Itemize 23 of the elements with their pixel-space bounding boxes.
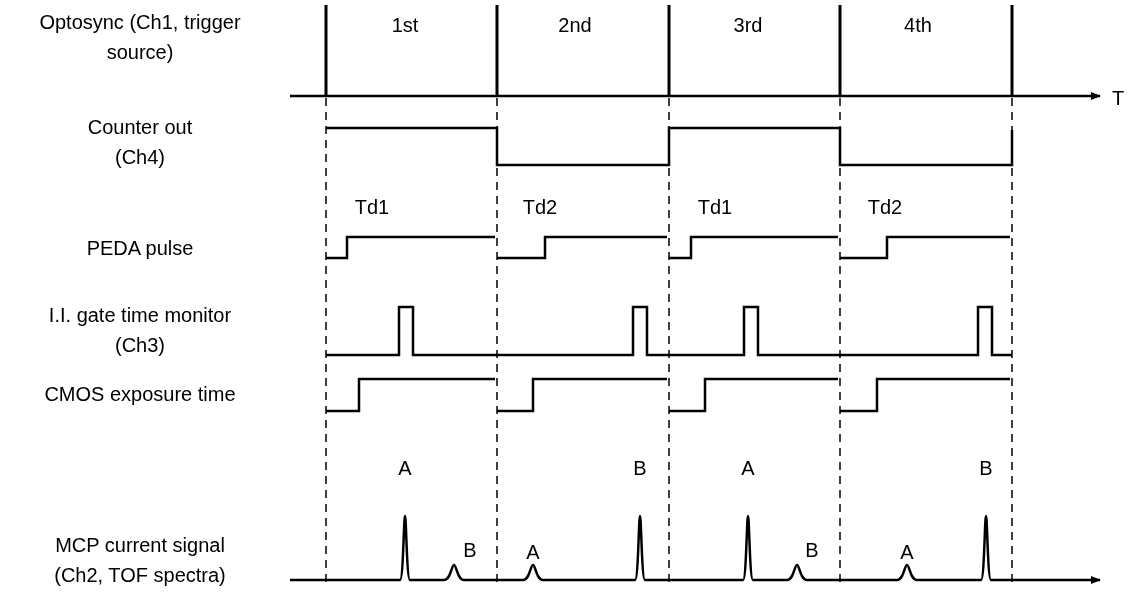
signal-name: MCP current signal (Ch2, TOF spectra) <box>53 533 227 588</box>
signal-name: Counter out (Ch4) <box>86 115 194 170</box>
peak-label: B <box>979 456 993 480</box>
peak-label: B <box>805 538 819 562</box>
peak-label: B <box>463 538 477 562</box>
cycle-label: 1st <box>391 13 419 37</box>
delay-label: Td1 <box>354 195 390 219</box>
peak-label: B <box>633 456 647 480</box>
peak-label: A <box>741 456 755 480</box>
signal-name: CMOS exposure time <box>44 382 236 407</box>
delay-label: Td2 <box>867 195 903 219</box>
cycle-label: 3rd <box>733 13 763 37</box>
peak-label: A <box>900 540 914 564</box>
cycle-label: 4th <box>904 13 932 37</box>
delay-label: Td2 <box>522 195 558 219</box>
axis-label: T <box>1111 86 1125 110</box>
peak-label: A <box>526 540 540 564</box>
cycle-label: 2nd <box>558 13 592 37</box>
delay-label: Td1 <box>697 195 733 219</box>
signal-name: Optosync (Ch1, trigger source) <box>38 10 242 65</box>
signal-name: PEDA pulse <box>86 236 194 261</box>
peak-label: A <box>398 456 412 480</box>
signal-name: I.I. gate time monitor (Ch3) <box>47 303 233 358</box>
